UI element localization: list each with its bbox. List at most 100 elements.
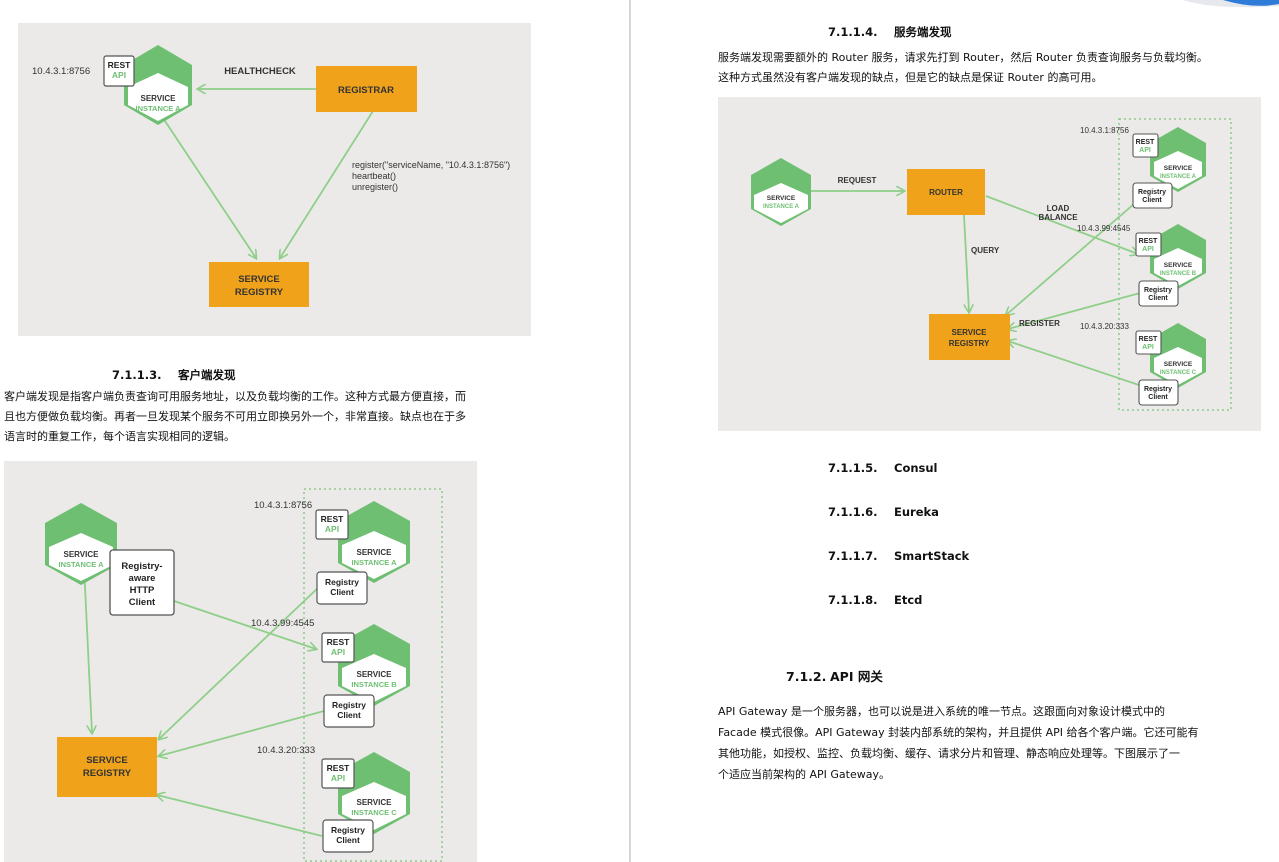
instance-b-rest-api-box [1135,232,1162,257]
instance-a-rest-api-box [1132,133,1159,158]
registry-label-line1: SERVICE [86,755,128,766]
left-page: 10.4.3.1:8756 SERVICE INSTANCE A REST AP… [0,0,628,862]
rest-api-box [103,55,135,87]
registry-client-label: Registry [1144,386,1172,393]
rest-label: REST [1139,336,1158,343]
registry-client-label: Client [330,587,354,597]
self-registration-diagram: 10.4.3.1:8756 SERVICE INSTANCE A REST AP… [18,23,531,336]
load-balance-arrow [985,195,1138,254]
rest-label: REST [321,514,344,524]
section-title: API 网关 [830,669,883,684]
section-heading-eureka: 7.1.1.6. Eureka [828,505,939,519]
unregister-call-label: unregister() [352,182,398,192]
instance-a-ip-label: 10.4.3.1:8756 [254,500,312,511]
instance-c-service-label: SERVICE [1164,361,1193,368]
api-label: API [1139,147,1151,154]
instance-c-registry-client-box [322,819,374,853]
instances-group-boundary [1118,118,1232,411]
section-heading-client-discovery: 7.1.1.3.客户端发现 [112,367,236,383]
api-label: API [331,773,345,783]
api-label: API [112,70,126,80]
service-registry-box [57,737,157,797]
section-number: 7.1.1.5. [828,461,878,475]
section-title: Eureka [894,505,939,519]
paragraph-line: 客户端发现是指客户端负责查询可用服务地址，以及负载均衡的工作。这种方式最方便直接… [4,390,466,403]
registry-client-label: Registry [1144,287,1172,294]
instance-a-service-label: SERVICE [357,548,393,557]
healthcheck-label: HEALTHCHECK [224,66,296,77]
section-number: 7.1.1.8. [828,593,878,607]
section-number: 7.1.2. [786,669,827,684]
instance-a-instance-label: INSTANCE A [352,558,398,567]
instance-c-service-label: SERVICE [357,798,393,807]
client-to-registry-arrow [83,565,92,733]
section-title: SmartStack [894,549,970,563]
section-number: 7.1.1.7. [828,549,878,563]
registry-client-label: Client [1148,394,1168,401]
instance-to-registry-arrow [162,117,256,258]
http-client-line: Client [129,597,156,608]
corner-decoration [1183,0,1279,8]
instance-b-registry-client-box [323,694,375,728]
router-box [907,169,985,215]
registrar-box [316,66,417,112]
registry-label-line1: SERVICE [238,274,280,285]
instance-a-instance-label: INSTANCE A [1160,174,1197,180]
client-discovery-diagram: SERVICE INSTANCE A Registry- aware HTTP … [4,461,477,862]
section-heading-api-gateway: 7.1.2.API 网关 [786,666,883,685]
client-service-label: SERVICE [64,550,100,559]
rest-label: REST [108,60,131,70]
rest-label: REST [327,763,350,773]
instance-a-service-label: SERVICE [1164,165,1193,172]
paragraph-line: 这种方式虽然没有客户端发现的缺点，但是它的缺点是保证 Router 的高可用。 [718,71,1103,84]
api-label: API [1142,344,1154,351]
client-to-instance-b-arrow [173,600,316,649]
rest-label: REST [327,637,350,647]
registry-label-line2: REGISTRY [949,339,990,348]
registrar-to-registry-arrow [280,110,374,258]
instance-c-ip-label: 10.4.3.20:333 [257,745,315,756]
server-discovery-diagram: SERVICE INSTANCE A REQUEST ROUTER LOAD B… [718,97,1261,431]
registry-client-label: Client [1142,197,1162,204]
instance-c-instance-label: INSTANCE C [1160,370,1197,376]
load-label: LOAD [1047,204,1070,213]
instance-b-instance-label: INSTANCE B [351,680,397,689]
instance-c-to-registry-arrow [157,795,323,837]
paragraph-line: 其他功能，如授权、监控、负载均衡、缓存、请求分片和管理、静态响应处理等。下图展示… [718,747,1180,760]
service-registry-box [209,262,309,307]
paragraph-line: Facade 模式很像。API Gateway 封装内部系统的架构，并且提供 A… [718,726,1199,739]
instance-c-ip-label: 10.4.3.20:333 [1080,322,1129,331]
server-discovery-svg: SERVICE INSTANCE A REQUEST ROUTER LOAD B… [751,118,1232,411]
registry-client-label: Client [336,835,360,845]
section-title: 客户端发现 [178,368,236,382]
right-page: 7.1.1.4.服务端发现 服务端发现需要额外的 Router 服务，请求先打到… [632,0,1279,862]
instance-a-to-registry-arrow [1006,196,1143,315]
client-instance-label: INSTANCE A [763,204,800,210]
router-label: ROUTER [929,188,963,197]
instance-a-registry-client-box [1132,182,1173,209]
instance-label: INSTANCE A [136,104,182,113]
section-number: 7.1.1.6. [828,505,878,519]
paragraph-line: API Gateway 是一个服务器，也可以说是进入系统的唯一节点。这跟面向对象… [718,705,1165,718]
instance-b-service-label: SERVICE [1164,262,1193,269]
self-registration-svg: 10.4.3.1:8756 SERVICE INSTANCE A REST AP… [32,45,510,307]
section-heading-smartstack: 7.1.1.7. SmartStack [828,549,969,563]
client-discovery-svg: SERVICE INSTANCE A Registry- aware HTTP … [45,488,443,862]
registry-client-label: Registry [325,577,359,587]
paragraph-line: 服务端发现需要额外的 Router 服务，请求先打到 Router，然后 Rou… [718,51,1208,64]
section-number: 7.1.1.4. [828,25,878,39]
instance-b-registry-client-box [1138,280,1179,307]
registry-client-label: Client [337,710,361,720]
section-heading-server-discovery: 7.1.1.4.服务端发现 [828,24,952,40]
paragraph-line: 语言时的重复工作，每个语言实现相同的逻辑。 [4,430,235,443]
section-title: Etcd [894,593,923,607]
registry-client-label: Registry [331,825,365,835]
instance-b-service-label: SERVICE [357,670,393,679]
instance-b-to-registry-arrow [1008,292,1141,329]
http-client-line: HTTP [130,585,155,596]
section-heading-consul: 7.1.1.5.Consul [828,461,938,475]
paragraph-line: 个适应当前架构的 API Gateway。 [718,768,890,781]
http-client-line: Registry- [121,561,162,572]
registry-client-label: Registry [332,700,366,710]
service-label: SERVICE [141,94,177,103]
